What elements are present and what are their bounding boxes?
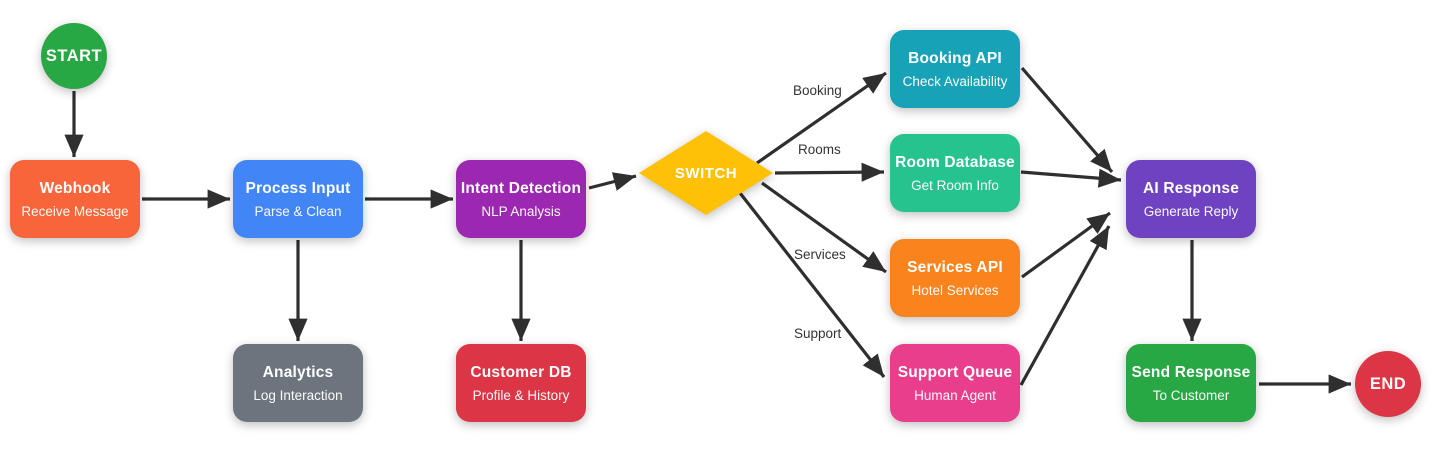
node-services-api[interactable]: Services API Hotel Services bbox=[890, 239, 1020, 317]
edge-switch-support bbox=[738, 192, 886, 378]
node-switch-label: SWITCH bbox=[674, 164, 738, 182]
edge-switch-booking bbox=[756, 71, 887, 165]
node-support-queue[interactable]: Support Queue Human Agent bbox=[890, 344, 1020, 422]
edge-label-services: Services bbox=[794, 247, 846, 262]
node-start[interactable]: START bbox=[41, 23, 107, 89]
edge-label-support: Support bbox=[794, 326, 842, 341]
node-ai-response[interactable]: AI Response Generate Reply bbox=[1126, 160, 1256, 238]
edge-label-booking: Booking bbox=[793, 83, 842, 98]
node-support-queue-title: Support Queue bbox=[897, 363, 1013, 381]
edge-label-rooms: Rooms bbox=[798, 142, 841, 157]
node-customer-db[interactable]: Customer DB Profile & History bbox=[456, 344, 586, 422]
node-room-database-title: Room Database bbox=[895, 153, 1015, 171]
node-ai-response-subtitle: Generate Reply bbox=[1143, 203, 1239, 219]
node-end[interactable]: END bbox=[1355, 351, 1421, 417]
node-booking-api-title: Booking API bbox=[908, 49, 1002, 67]
node-room-database-subtitle: Get Room Info bbox=[911, 177, 999, 193]
node-start-label: START bbox=[45, 46, 103, 65]
edge-booking-ai bbox=[1020, 66, 1114, 174]
node-room-database[interactable]: Room Database Get Room Info bbox=[890, 134, 1020, 212]
node-webhook-title: Webhook bbox=[39, 179, 111, 197]
node-support-queue-subtitle: Human Agent bbox=[914, 387, 996, 403]
node-analytics[interactable]: Analytics Log Interaction bbox=[233, 344, 363, 422]
node-switch[interactable]: SWITCH bbox=[639, 131, 773, 215]
edge-rooms-ai bbox=[1020, 168, 1122, 188]
node-booking-api[interactable]: Booking API Check Availability bbox=[890, 30, 1020, 108]
edge-support-ai bbox=[1019, 225, 1111, 386]
node-send-response[interactable]: Send Response To Customer bbox=[1126, 344, 1256, 422]
node-webhook-subtitle: Receive Message bbox=[21, 203, 129, 219]
node-customer-db-subtitle: Profile & History bbox=[472, 387, 570, 403]
node-process-input-title: Process Input bbox=[245, 179, 351, 197]
node-webhook[interactable]: Webhook Receive Message bbox=[10, 160, 140, 238]
node-services-api-subtitle: Hotel Services bbox=[911, 282, 999, 298]
node-send-response-title: Send Response bbox=[1131, 363, 1251, 381]
node-analytics-subtitle: Log Interaction bbox=[253, 387, 343, 403]
node-process-input-subtitle: Parse & Clean bbox=[254, 203, 342, 219]
node-booking-api-subtitle: Check Availability bbox=[902, 73, 1008, 89]
node-services-api-title: Services API bbox=[907, 258, 1003, 276]
node-ai-response-title: AI Response bbox=[1142, 179, 1240, 197]
node-intent-detection[interactable]: Intent Detection NLP Analysis bbox=[456, 160, 586, 238]
node-intent-detection-title: Intent Detection bbox=[460, 179, 582, 197]
node-analytics-title: Analytics bbox=[262, 363, 334, 381]
node-end-label: END bbox=[1369, 374, 1407, 393]
node-process-input[interactable]: Process Input Parse & Clean bbox=[233, 160, 363, 238]
node-send-response-subtitle: To Customer bbox=[1152, 387, 1230, 403]
edge-switch-services bbox=[761, 181, 887, 274]
node-customer-db-title: Customer DB bbox=[470, 363, 572, 381]
edge-services-ai bbox=[1021, 211, 1111, 279]
node-intent-detection-subtitle: NLP Analysis bbox=[481, 203, 561, 219]
edge-intent-switch bbox=[588, 172, 637, 191]
edge-switch-rooms bbox=[774, 162, 885, 182]
